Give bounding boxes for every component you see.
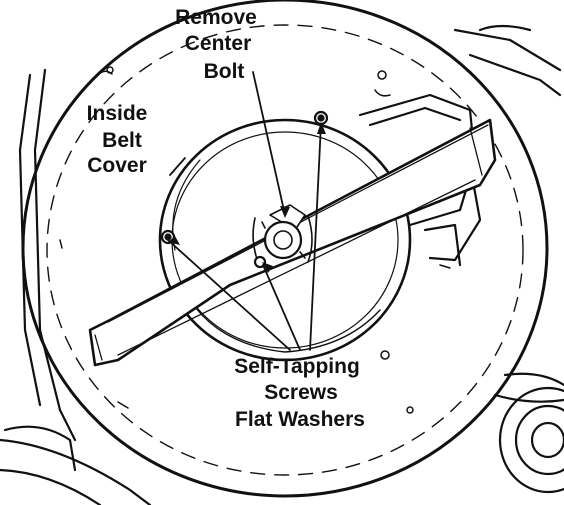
right-frame-parts bbox=[453, 24, 564, 403]
deck-details bbox=[59, 66, 451, 414]
label-remove-center-bolt: Remove Center Bolt bbox=[175, 6, 257, 83]
pulley-housing bbox=[158, 118, 412, 362]
belt-cover-outer bbox=[21, 0, 549, 498]
label-inside-belt-cover: Inside Belt Cover bbox=[87, 102, 148, 177]
left-frame-rail bbox=[3, 68, 77, 472]
arrowheads bbox=[168, 122, 326, 273]
label-cover: Cover bbox=[87, 154, 147, 177]
label-belt: Belt bbox=[102, 129, 142, 152]
label-remove: Remove bbox=[175, 6, 257, 29]
label-screws: Screws bbox=[264, 381, 338, 404]
label-self-tapping: Self-Tapping bbox=[234, 355, 360, 378]
right-wheel bbox=[498, 386, 564, 494]
label-center: Center bbox=[185, 32, 252, 55]
leader-lines bbox=[167, 71, 322, 351]
label-bolt: Bolt bbox=[204, 60, 245, 83]
screw-top bbox=[313, 110, 329, 126]
left-wheel-arc bbox=[0, 438, 152, 505]
label-inside: Inside bbox=[87, 102, 148, 125]
label-flat-washers: Flat Washers bbox=[235, 408, 365, 431]
label-self-tapping-screws: Self-Tapping Screws Flat Washers bbox=[234, 355, 365, 431]
center-bolt bbox=[252, 215, 313, 263]
